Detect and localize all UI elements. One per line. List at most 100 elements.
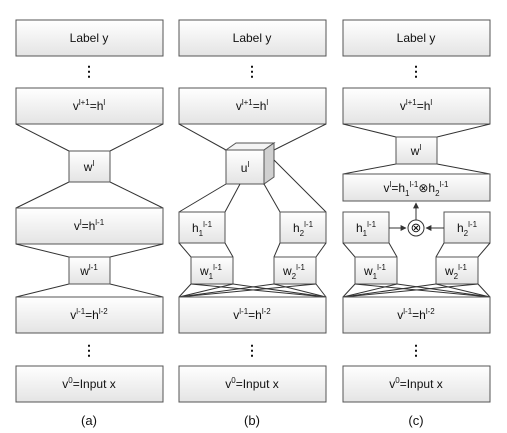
connector-line: [435, 242, 445, 258]
input-label: v0=Input x: [62, 376, 115, 391]
connector-line: [178, 283, 234, 298]
connector-line: [224, 242, 234, 258]
connector-line: [436, 123, 491, 138]
input-label: v0=Input x: [389, 376, 442, 391]
connector-line: [178, 183, 227, 213]
connector-line: [315, 283, 327, 298]
input-label: v0=Input x: [225, 376, 278, 391]
middle-layer-label: vl=hl-1: [74, 218, 105, 233]
cube-side-face: [263, 142, 275, 185]
cube-front-face: [225, 149, 265, 185]
h1-label: h1l-1: [192, 220, 213, 238]
connector-line: [178, 283, 275, 298]
label-y-box: [15, 19, 164, 57]
top-layer-box: [15, 87, 164, 125]
connector-line: [342, 242, 356, 258]
h1-label: h1l-1: [356, 220, 377, 238]
weight-top-box: [395, 136, 438, 165]
h2-box: [443, 211, 491, 244]
w1-label: w1l-1: [199, 263, 223, 281]
connector-line: [15, 123, 70, 152]
connector-line: [15, 283, 70, 298]
ellipsis-top: ⋮: [82, 63, 96, 79]
ellipsis-bottom: ⋮: [409, 342, 423, 358]
product-layer-label: vl=h1l-1⊗h2l-1: [384, 180, 449, 198]
connector-line: [273, 283, 327, 298]
tensor-cube: ul: [224, 142, 276, 185]
connector-line: [178, 283, 192, 298]
input-box: [178, 365, 327, 403]
connector-line: [396, 283, 491, 298]
label-y-box: [342, 19, 491, 57]
connector-line: [342, 123, 397, 138]
multiply-symbol: ⊗: [411, 220, 422, 235]
weight-top-label: wl: [83, 159, 95, 174]
connector-line: [342, 283, 437, 298]
connector-line: [263, 183, 281, 213]
h1-box: [342, 211, 390, 244]
w2-box: [273, 256, 317, 285]
connector-line: [315, 242, 327, 258]
connector-line: [15, 181, 70, 209]
label-y-text: Label y: [70, 31, 109, 45]
caption-c: (c): [408, 413, 423, 428]
top-layer-box: [178, 87, 327, 125]
connector-line: [224, 183, 241, 213]
ellipsis-bottom: ⋮: [245, 342, 259, 358]
label-y-text: Label y: [233, 31, 272, 45]
label-y-box: [178, 19, 327, 57]
caption-b: (b): [244, 413, 260, 428]
connector-line: [477, 283, 491, 298]
connector-line: [178, 123, 227, 151]
product-layer-box: [342, 173, 491, 202]
connector-line: [342, 283, 356, 298]
lower-layer-label: vl-1=hl-2: [397, 307, 435, 322]
label-y-text: Label y: [397, 31, 436, 45]
top-layer-box: [342, 87, 491, 125]
connector-line: [273, 159, 327, 213]
top-layer-label: vl+1=hl: [400, 98, 433, 113]
connector-line: [435, 283, 491, 298]
connector-line: [109, 181, 164, 209]
lower-layer-box: [15, 296, 164, 334]
w1-label: w1l-1: [363, 263, 387, 281]
connector-line: [388, 242, 398, 258]
ellipsis-top: ⋮: [245, 63, 259, 79]
ellipsis-bottom: ⋮: [82, 342, 96, 358]
input-box: [15, 365, 164, 403]
w2-label: w2l-1: [282, 263, 306, 281]
connector-line: [477, 242, 491, 258]
connector-line: [436, 163, 491, 175]
lower-layer-box: [178, 296, 327, 334]
connector-line: [109, 123, 164, 152]
weight-bottom-label: wl-1: [79, 263, 98, 278]
column-a: Label y ⋮ vl+1=hl wl vl=hl-1 wl-1 vl-1=h…: [15, 19, 164, 428]
h2-label: h2l-1: [293, 220, 314, 238]
lower-layer-label: vl-1=hl-2: [233, 307, 271, 322]
column-b: Label y ⋮ vl+1=hl ul h1l-1 h2l-1 w1l-1 w…: [178, 19, 327, 428]
connector-line: [342, 283, 479, 298]
w1-box: [190, 256, 234, 285]
input-box: [342, 365, 491, 403]
connector-line: [342, 163, 397, 175]
column-c: Label y ⋮ vl+1=hl wl vl=h1l-1⊗h2l-1 ⊗ h1…: [342, 19, 491, 428]
h2-box: [279, 211, 327, 244]
middle-layer-box: [15, 207, 164, 245]
h1-box: [178, 211, 226, 244]
cube-label: ul: [241, 160, 250, 175]
w2-box: [435, 256, 479, 285]
connector-line: [232, 283, 327, 298]
top-layer-label: vl+1=hl: [236, 98, 269, 113]
weight-top-label: wl: [410, 143, 422, 158]
connector-line: [273, 242, 281, 258]
connector-line: [342, 283, 398, 298]
connector-line: [354, 283, 491, 298]
lower-layer-label: vl-1=hl-2: [70, 307, 108, 322]
weight-top-box: [68, 150, 111, 183]
connector-line: [178, 242, 192, 258]
connector-line: [190, 283, 327, 298]
h2-label: h2l-1: [457, 220, 478, 238]
top-layer-label: vl+1=hl: [73, 98, 106, 113]
connector-line: [178, 283, 317, 298]
